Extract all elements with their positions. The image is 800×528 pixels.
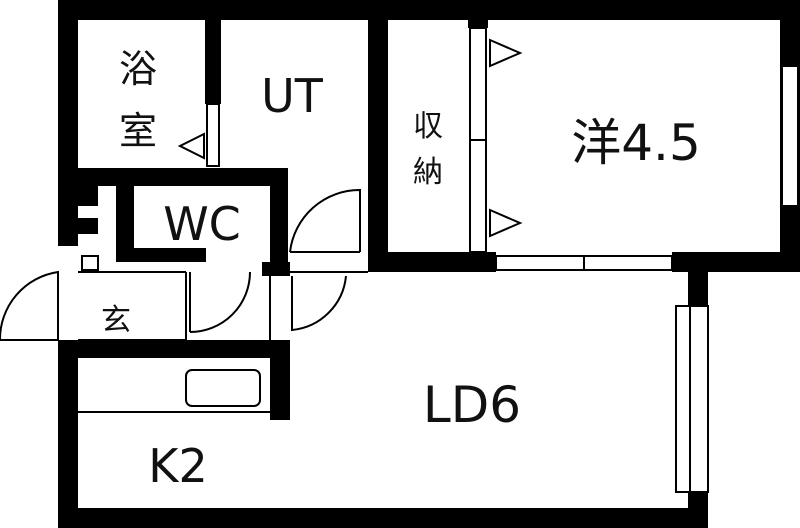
ld-window-frame [675,305,709,493]
wall-top [58,0,800,20]
wall-wc-right [270,168,288,274]
wall-stub-1 [78,186,98,206]
wall-bath-ut [205,0,221,104]
wall-stub-3 [58,186,78,246]
wall-left-lower [58,340,78,528]
door-marks [177,38,523,238]
living-dining-label: LD6 [423,376,521,434]
storage-mark-bottom [489,208,523,238]
walls [58,0,800,528]
wall-step [672,252,800,272]
wall-kitchen-partition [270,340,290,420]
wall-wc-left [116,186,134,260]
western-room-label: 洋4.5 [571,114,701,172]
bath-door [206,103,220,167]
bath-label-2: 室 [119,109,157,153]
wall-wc-bottom [116,248,206,262]
wall-bottom [58,508,708,528]
western-window [781,65,799,207]
storage-mark-top [489,38,523,68]
ut-door-arc [289,188,361,253]
wall-ut-storage [368,0,388,272]
bath-label-1: 浴 [119,47,157,91]
thin-lines [0,27,799,493]
bath-mark [177,132,205,160]
wall-kitchen-top [58,340,290,358]
wall-bath-bottom [58,168,288,186]
wall-entrance-mid [262,262,290,276]
shoe-box [81,255,99,271]
wall-ld-top [368,252,496,272]
ld-door-arc [291,275,347,332]
utility-label: UT [261,69,324,123]
entrance-label: 玄 [101,303,131,338]
labels: 浴 室 UT 収 納 洋4.5 WC 玄 LD6 K2 [101,47,701,493]
entrance-door-arc [0,270,59,341]
wall-stub-2 [78,218,98,234]
wc-door-arc [189,271,251,333]
kitchen-label: K2 [148,439,207,493]
toilet-label: WC [163,197,241,251]
storage-label-2: 納 [413,155,443,190]
storage-label-1: 収 [413,109,443,144]
kitchen-sink [185,369,261,407]
wall-storage-western [468,20,488,28]
wall-left-upper [58,0,78,190]
